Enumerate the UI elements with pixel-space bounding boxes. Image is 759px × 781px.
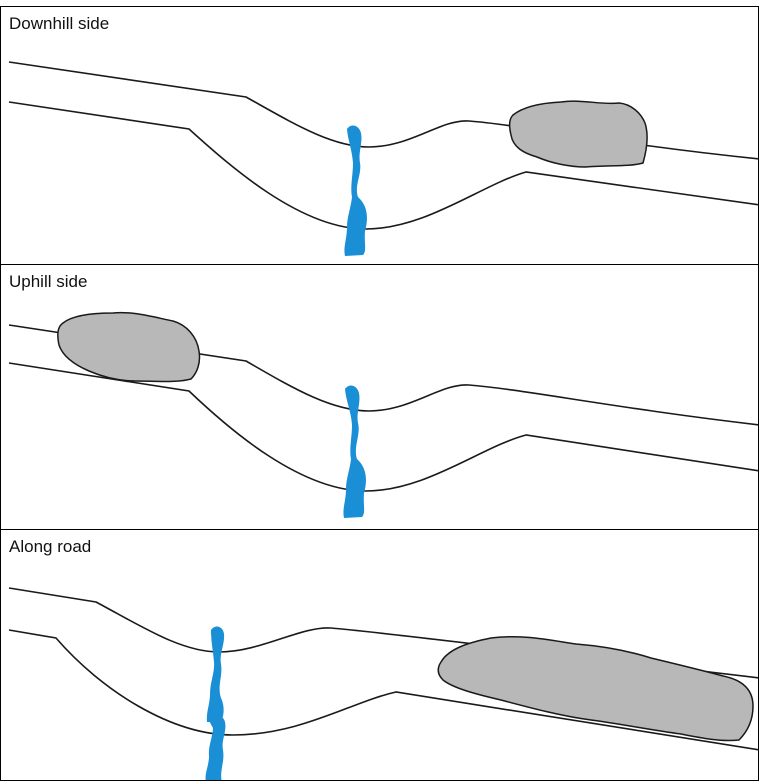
debris-pile — [438, 637, 753, 741]
uphill-diagram — [1, 265, 759, 530]
stream-water — [343, 386, 366, 518]
panel-downhill-side: Downhill side — [0, 6, 759, 265]
road-lower-edge — [9, 102, 759, 229]
debris-pile — [510, 101, 647, 167]
stream-water — [206, 627, 226, 781]
road-lower-edge — [9, 363, 759, 491]
debris-pile — [58, 313, 200, 382]
panel-along-road: Along road — [0, 529, 759, 781]
panel-uphill-side: Uphill side — [0, 264, 759, 530]
downhill-diagram — [1, 7, 759, 265]
along-road-diagram — [1, 530, 759, 781]
